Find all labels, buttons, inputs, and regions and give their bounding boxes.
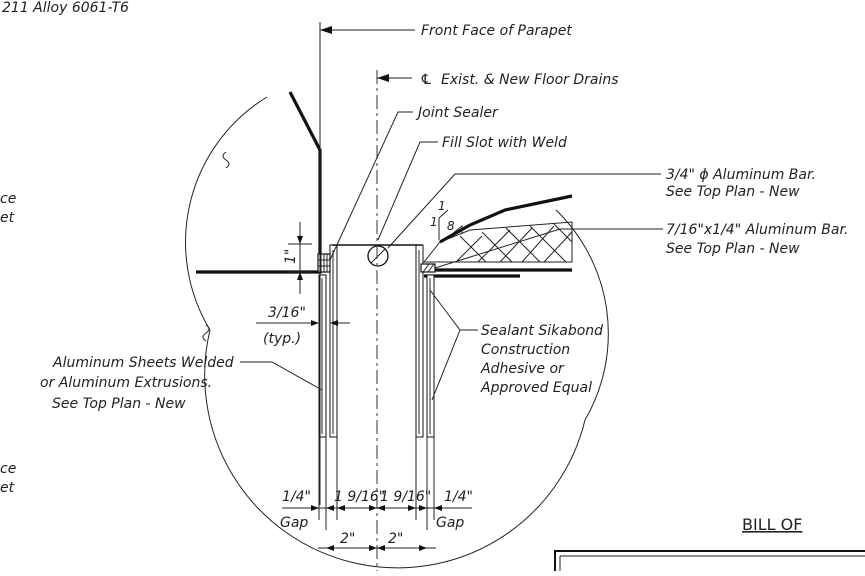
bar-hatch: [422, 263, 435, 273]
sheets-label-1: Aluminum Sheets Welded: [52, 355, 234, 371]
left-fragment-2a: ce: [0, 461, 16, 477]
weld-side-number: 1: [430, 215, 438, 229]
gap-right-word: Gap: [436, 515, 464, 531]
gap-left-word: Gap: [280, 515, 308, 531]
bill-of-materials-title: BILL OF: [742, 515, 802, 534]
centerline-arrow: [377, 74, 389, 82]
fill-slot-label: Fill Slot with Weld: [442, 135, 567, 151]
sealant-label-2: Construction: [481, 342, 570, 358]
flat-bar-leader: [434, 228, 663, 269]
round-bar-leader: [387, 173, 661, 249]
channel-wall-right: [415, 244, 435, 438]
left-fragment-1b: et: [0, 210, 15, 226]
inner-right-value: 1 9/16": [380, 489, 431, 505]
parapet-outline: [196, 91, 322, 274]
detail-break-circle: [185, 96, 609, 569]
left-fragment-2b: et: [0, 480, 15, 496]
gap-left-value: 1/4": [282, 489, 311, 505]
round-bar-label-1: 3/4" ϕ Aluminum Bar.: [666, 167, 816, 183]
sealant-label-1: Sealant Sikabond: [481, 323, 603, 339]
centerline-label: Exist. & New Floor Drains: [441, 72, 619, 88]
sheets-label-2: or Aluminum Extrusions.: [40, 375, 212, 391]
sealant-label-3: Adhesive or: [480, 361, 565, 377]
sheets-leader: [240, 361, 323, 391]
front-face-arrow: [320, 26, 332, 34]
flat-bar-label-2: See Top Plan - New: [666, 241, 800, 257]
round-bar-hatch: [370, 248, 386, 264]
weld-symbol: 1 1 8: [430, 199, 463, 240]
material-note: 211 Alloy 6061-T6: [2, 0, 129, 16]
front-face-label: Front Face of Parapet: [421, 23, 572, 39]
thickness-label: 3/16": [268, 305, 306, 321]
channel-wall-left: [318, 244, 338, 438]
sealant-label-4: Approved Equal: [480, 380, 592, 396]
bottom-dimension-chain: [282, 437, 472, 551]
dimension-one-inch: 1": [283, 222, 312, 294]
half-right-value: 2": [388, 531, 403, 547]
break-symbol-top: [222, 151, 230, 169]
sealant-leader-2: [431, 329, 461, 401]
one-inch-label: 1": [283, 249, 299, 264]
weld-top-number: 1: [438, 199, 446, 213]
break-symbol-left: [202, 324, 210, 342]
half-left-value: 2": [340, 531, 355, 547]
sealant-leader-1: [429, 289, 478, 331]
joint-sealer-block: [317, 253, 331, 273]
fill-slot-leader: [377, 141, 438, 241]
joint-sealer-label: Joint Sealer: [415, 105, 499, 121]
dimension-thickness: 3/16" (typ.): [256, 305, 350, 347]
sheets-label-3: See Top Plan - New: [52, 396, 186, 412]
inner-left-value: 1 9/16": [334, 489, 385, 505]
centerline-symbol: ℄: [420, 72, 433, 88]
left-fragment-1a: ce: [0, 191, 16, 207]
joint-sealer-leader: [329, 111, 413, 261]
round-bar-label-2: See Top Plan - New: [666, 184, 800, 200]
gap-right-value: 1/4": [444, 489, 473, 505]
roof-insulation: [422, 194, 573, 263]
flat-bar-label-1: 7/16"x1/4" Aluminum Bar.: [666, 222, 848, 238]
weld-size-number: 8: [447, 219, 455, 233]
bill-table-border: [554, 550, 865, 571]
typ-label: (typ.): [263, 331, 301, 347]
